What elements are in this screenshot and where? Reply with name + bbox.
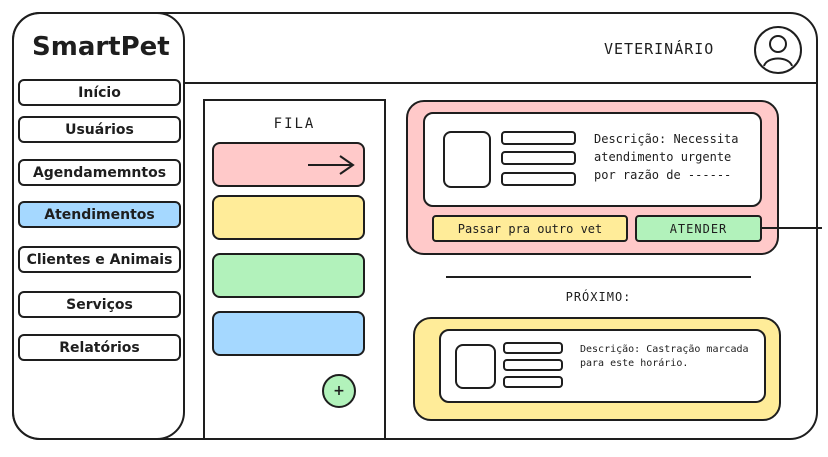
app-logo: SmartPet — [32, 32, 170, 62]
pet-photo-placeholder — [455, 344, 496, 389]
arrow-right-icon — [308, 155, 355, 175]
user-icon[interactable] — [754, 26, 802, 74]
user-icon-svg — [763, 35, 793, 67]
sidebar-item-atendimentos[interactable]: Atendimentos — [18, 201, 181, 228]
sidebar-item-usuarios[interactable]: Usuários — [18, 116, 181, 143]
sidebar-item-inicio[interactable]: Início — [18, 79, 181, 106]
sidebar-item-agendamentos[interactable]: Agendamemntos — [18, 159, 181, 186]
next-label: PRÓXIMO: — [565, 290, 632, 304]
section-divider — [446, 276, 751, 278]
queue-card-current[interactable] — [212, 142, 365, 187]
sidebar-item-clientes-animais[interactable]: Clientes e Animais — [18, 246, 181, 273]
info-field — [503, 359, 563, 371]
info-field — [501, 172, 576, 186]
queue-card[interactable] — [212, 195, 365, 240]
attend-button[interactable]: ATENDER — [635, 215, 762, 242]
header-divider — [185, 82, 818, 84]
plus-icon: + — [333, 383, 345, 399]
info-field — [503, 342, 563, 354]
info-field — [501, 151, 576, 165]
sidebar-item-servicos[interactable]: Serviços — [18, 291, 181, 318]
current-appointment-details — [423, 112, 762, 207]
connector-line — [762, 227, 822, 229]
queue-card[interactable] — [212, 253, 365, 298]
queue-card[interactable] — [212, 311, 365, 356]
sidebar — [12, 12, 185, 440]
queue-title: FILA — [273, 116, 316, 132]
pet-photo-placeholder — [443, 131, 491, 188]
next-description: Descrição: Castração marcada para este h… — [580, 344, 749, 369]
current-description: Descrição: Necessita atendimento urgente… — [594, 132, 739, 182]
queue-panel — [203, 99, 386, 439]
add-button[interactable]: + — [322, 374, 356, 408]
sidebar-item-relatorios[interactable]: Relatórios — [18, 334, 181, 361]
user-role-label: VETERINÁRIO — [604, 40, 715, 58]
info-field — [501, 131, 576, 145]
transfer-vet-button[interactable]: Passar pra outro vet — [432, 215, 628, 242]
info-field — [503, 376, 563, 388]
